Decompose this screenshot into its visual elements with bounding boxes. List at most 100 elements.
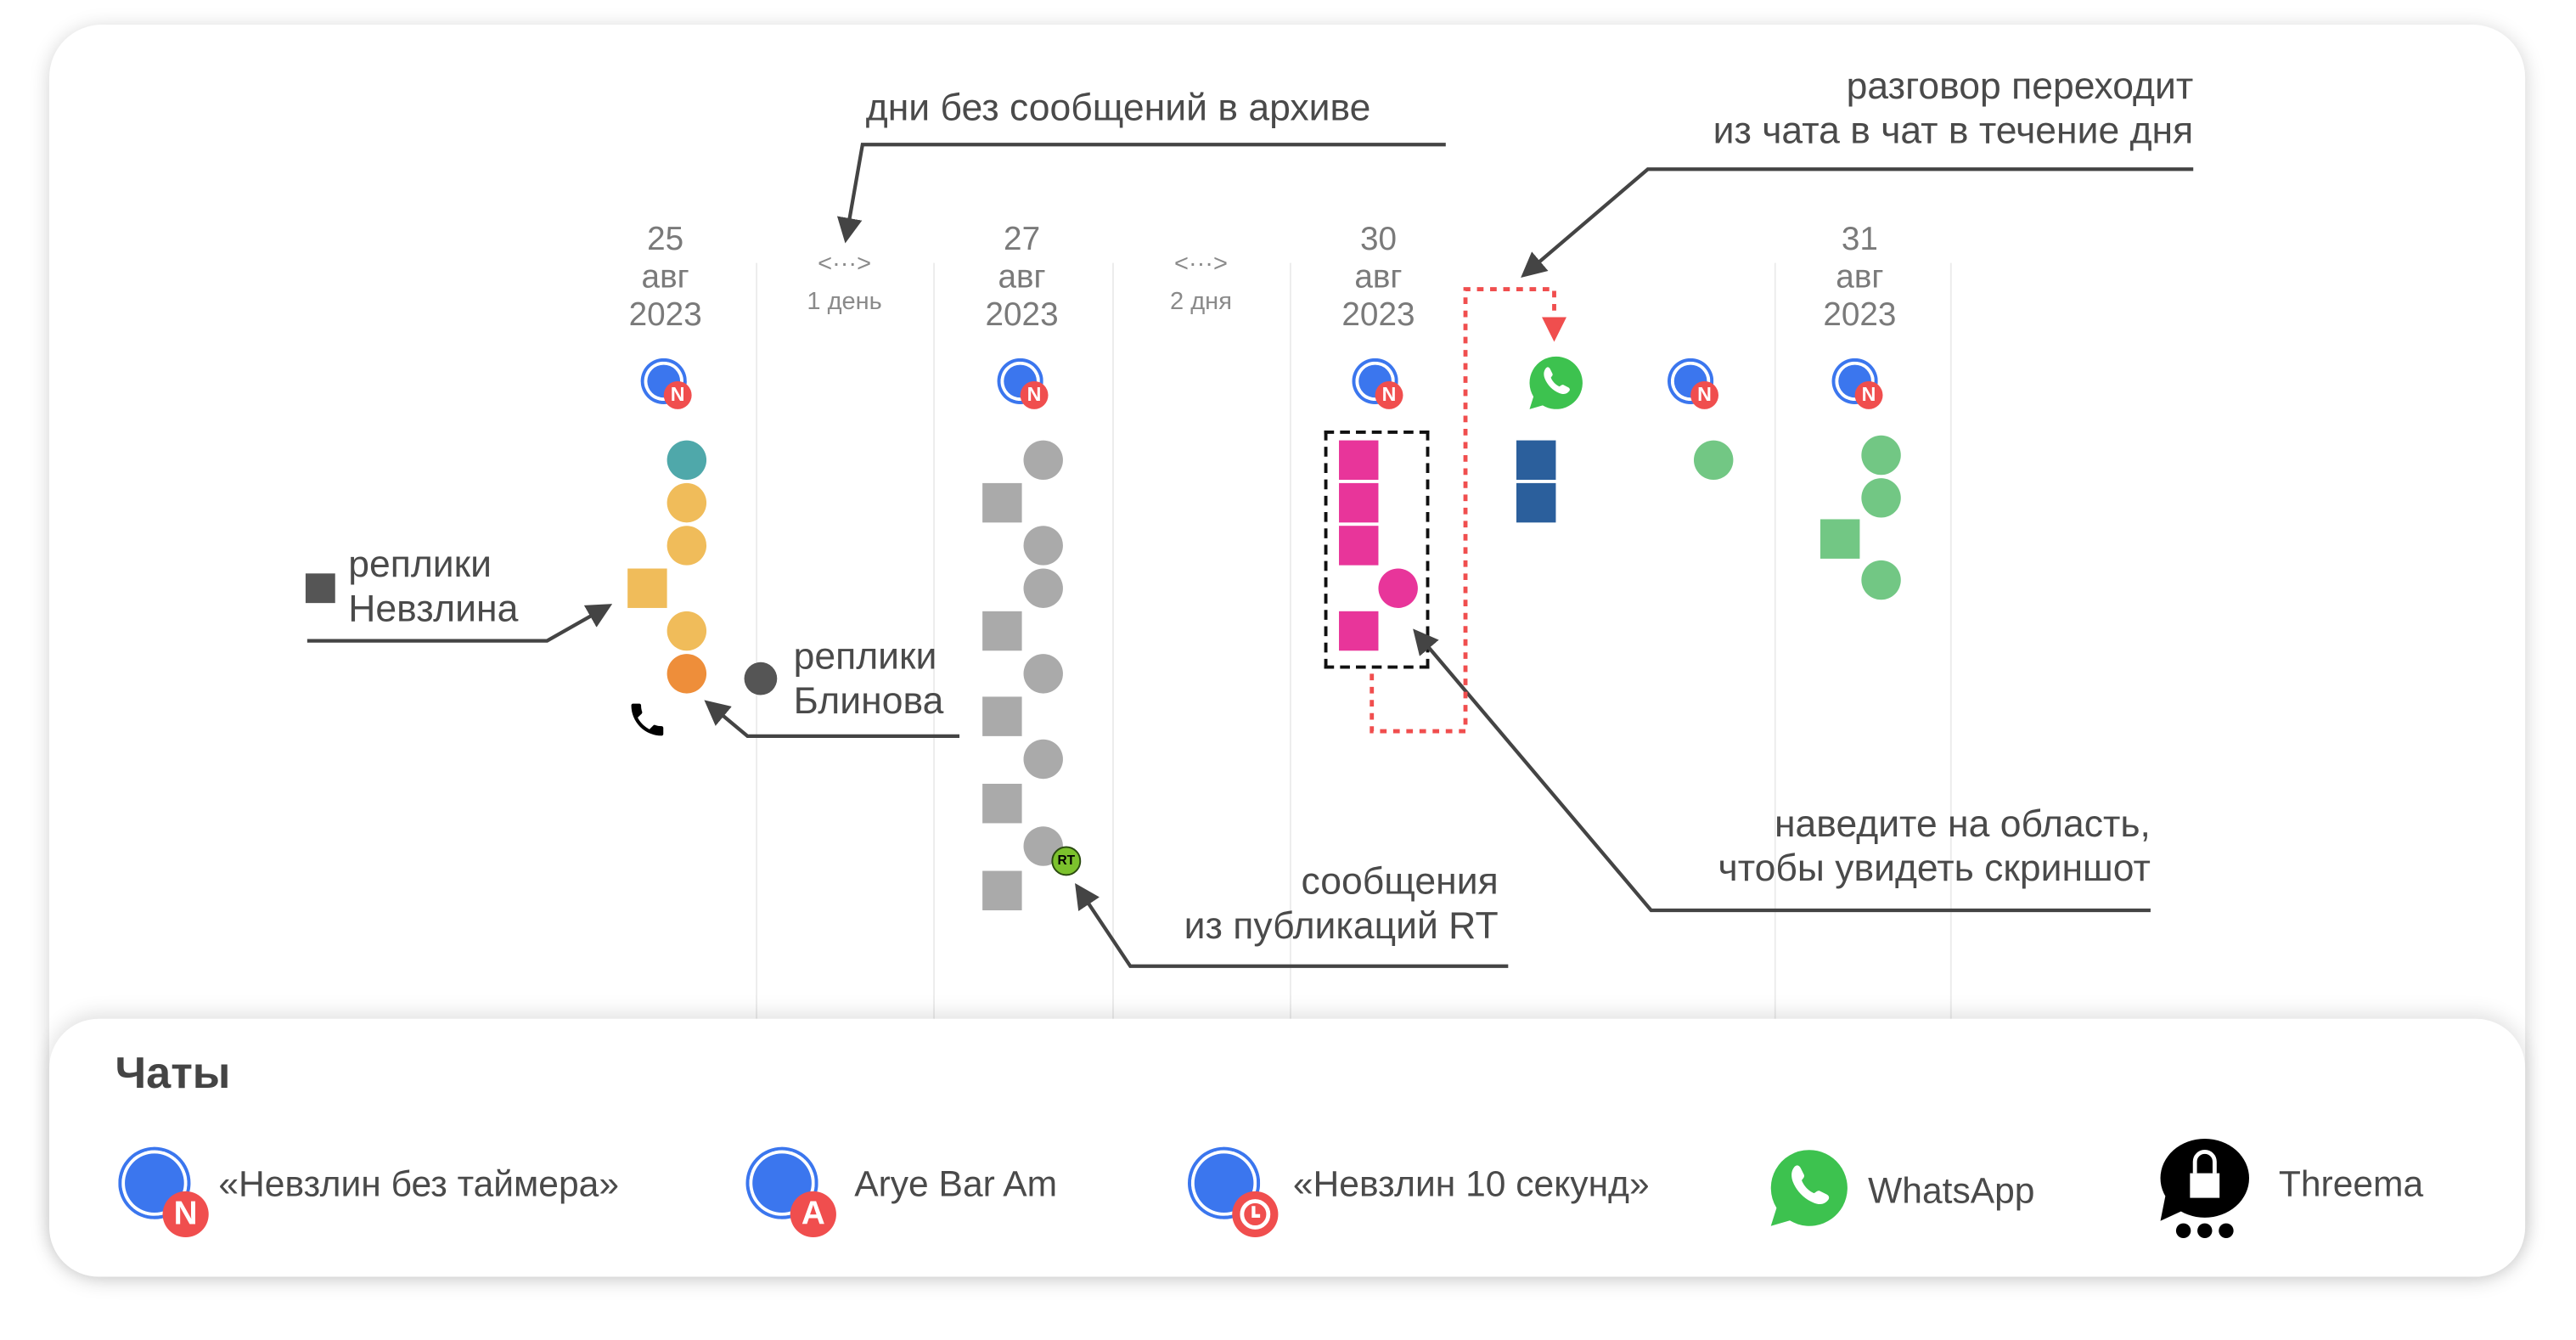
signal-n-icon[interactable]: N — [996, 357, 1049, 409]
message-marker[interactable] — [1516, 440, 1556, 481]
message-marker[interactable] — [666, 526, 707, 566]
message-marker[interactable] — [982, 696, 1022, 736]
signal-n-icon[interactable]: N — [639, 357, 692, 409]
threema-icon — [2160, 1138, 2250, 1239]
annotation-hover: наведите на область,чтобы увидеть скринш… — [1718, 802, 2151, 890]
message-marker[interactable] — [666, 611, 707, 651]
whatsapp-icon — [1770, 1150, 1848, 1226]
date-day: 30 — [1359, 222, 1397, 258]
chats-legend — [49, 1018, 2526, 1277]
date-day: 31 — [1841, 222, 1878, 258]
message-marker[interactable] — [1339, 526, 1379, 566]
signal-n-icon[interactable]: N — [1351, 357, 1403, 409]
rt-logo-icon: RT — [1051, 846, 1082, 876]
annotation-line: Блинова — [793, 678, 944, 722]
signal-timer-icon — [1186, 1146, 1279, 1238]
annotation-line: из чата в чат в течение дня — [1713, 108, 2194, 152]
message-marker[interactable] — [666, 654, 707, 694]
date-month: авг — [998, 259, 1046, 296]
gap-symbol: <···> — [1174, 250, 1228, 279]
message-marker[interactable] — [1023, 739, 1063, 780]
badge: N — [1375, 380, 1403, 409]
gap-symbol: <···> — [818, 250, 872, 279]
message-marker[interactable] — [1693, 440, 1734, 481]
badge: N — [1690, 380, 1719, 409]
whatsapp-icon[interactable] — [1527, 353, 1586, 413]
message-marker[interactable] — [627, 568, 667, 608]
date-year: 2023 — [1823, 297, 1897, 334]
phone-call-icon[interactable] — [626, 698, 668, 740]
badge: N — [1020, 380, 1049, 409]
message-marker[interactable] — [1023, 440, 1063, 481]
annotation-line: чтобы увидеть скриншот — [1718, 846, 2151, 889]
signal-a-icon: A — [745, 1146, 836, 1238]
column-divider — [756, 262, 758, 1019]
message-marker[interactable] — [1820, 519, 1860, 559]
legend-item-label: Arye Bar Am — [854, 1163, 1058, 1205]
message-marker[interactable] — [1861, 478, 1901, 518]
gap-marker: <···> 1 день — [779, 250, 910, 315]
column-divider — [933, 262, 936, 1019]
message-marker[interactable] — [666, 440, 707, 481]
message-marker[interactable] — [1516, 482, 1556, 523]
badge: N — [1854, 380, 1883, 409]
legend-item-label: Threema — [2278, 1163, 2424, 1205]
badge: A — [790, 1191, 836, 1238]
signal-n-icon[interactable]: N — [1666, 357, 1719, 409]
badge: N — [663, 380, 692, 409]
column-divider — [1774, 262, 1776, 1019]
message-marker[interactable] — [982, 611, 1022, 651]
gap-marker: <···> 2 дня — [1135, 250, 1267, 315]
annotation-line: Невзлина — [348, 586, 519, 630]
timer-badge — [1232, 1191, 1279, 1238]
message-marker[interactable] — [1861, 435, 1901, 476]
legend-item-label: WhatsApp — [1868, 1169, 2035, 1212]
message-marker[interactable] — [1339, 611, 1379, 651]
date-month: авг — [1836, 259, 1884, 296]
message-marker[interactable] — [982, 482, 1022, 523]
gap-label: 2 дня — [1170, 287, 1232, 316]
message-marker[interactable] — [1339, 440, 1379, 481]
annotation-archive-gap: дни без сообщений в архиве — [865, 85, 1371, 128]
column-divider — [1949, 262, 1952, 1019]
message-marker[interactable] — [1023, 568, 1063, 608]
legend-item-label: «Невзлин 10 секунд» — [1292, 1163, 1650, 1205]
date-year: 2023 — [1341, 297, 1415, 334]
annotation-line: реплики — [793, 633, 937, 678]
clock-icon — [1240, 1199, 1271, 1230]
message-marker[interactable] — [1378, 568, 1418, 608]
date-month: авг — [1354, 259, 1403, 296]
legend-title: Чаты — [115, 1048, 231, 1098]
date-day: 27 — [1004, 222, 1041, 258]
annotation-line: разговор переходит — [1846, 64, 2194, 107]
message-marker[interactable] — [1339, 482, 1379, 523]
signal-n-icon[interactable]: N — [1831, 357, 1883, 409]
message-marker[interactable] — [1861, 560, 1901, 600]
date-month: авг — [641, 259, 689, 296]
message-marker[interactable] — [1023, 654, 1063, 694]
legend-item-label: «Невзлин без таймера» — [218, 1163, 620, 1205]
message-marker[interactable] — [666, 482, 707, 523]
gap-label: 1 день — [807, 287, 882, 316]
signal-n-icon: N — [116, 1146, 209, 1238]
date-year: 2023 — [985, 297, 1059, 334]
message-marker[interactable] — [982, 783, 1022, 824]
date-day: 25 — [647, 222, 684, 258]
badge: N — [162, 1191, 209, 1238]
message-marker[interactable] — [1023, 526, 1063, 566]
annotation-line: из публикаций RT — [1184, 904, 1499, 947]
screenshot-hover-area[interactable] — [1324, 430, 1430, 669]
annotation-line: наведите на область, — [1774, 802, 2151, 845]
column-divider — [1289, 262, 1291, 1019]
annotation-line: реплики — [348, 542, 492, 585]
date-year: 2023 — [628, 297, 702, 334]
message-marker[interactable] — [982, 870, 1022, 910]
